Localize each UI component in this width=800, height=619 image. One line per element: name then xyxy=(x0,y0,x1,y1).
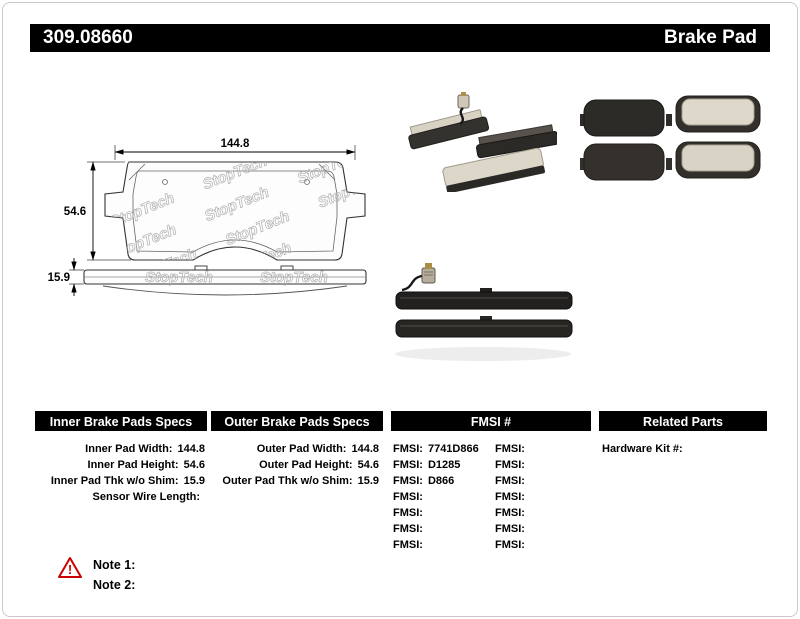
fmsi-row: FMSI: xyxy=(495,537,587,553)
fmsi-label: FMSI: xyxy=(495,459,525,471)
width-dim-label: 144.8 xyxy=(221,138,250,150)
fmsi-label: FMSI: xyxy=(495,523,525,535)
height-dimension: 54.6 xyxy=(64,161,131,261)
related-parts-header: Related Parts xyxy=(599,411,767,431)
part-number: 309.08660 xyxy=(43,27,133,48)
spec-value: 54.6 xyxy=(357,459,379,471)
pad-side-view: StopTech StopTech xyxy=(83,265,367,296)
fmsi-row: FMSI: D1285 xyxy=(393,457,491,473)
fmsi-column-right: FMSI: FMSI: FMSI: FMSI: FMSI: FMSI: FMSI… xyxy=(495,441,587,553)
outer-specs-column: Outer Pad Width: 144.8 Outer Pad Height:… xyxy=(209,441,379,489)
fmsi-label: FMSI: xyxy=(393,539,423,551)
product-photo-pads-grid xyxy=(578,92,763,187)
inner-specs-column: Inner Pad Width: 144.8 Inner Pad Height:… xyxy=(35,441,205,505)
fmsi-label: FMSI: xyxy=(393,507,423,519)
spec-row-outer-width: Outer Pad Width: 144.8 xyxy=(209,441,379,457)
brake-pad-side-illustration xyxy=(395,263,573,361)
fmsi-row: FMSI: xyxy=(495,457,587,473)
fmsi-value: D1285 xyxy=(427,459,461,471)
related-parts-column: Hardware Kit #: xyxy=(602,441,764,457)
fmsi-label: FMSI: xyxy=(393,523,423,535)
spec-label: Outer Pad Height: xyxy=(259,459,353,471)
svg-text:StopTech: StopTech xyxy=(260,269,328,286)
spec-value: 15.9 xyxy=(357,475,379,487)
spec-value: 144.8 xyxy=(177,443,205,455)
fmsi-row: FMSI: xyxy=(495,473,587,489)
brake-pad-drawing: 144.8 54.6 StopTech Sto xyxy=(48,138,367,296)
spec-label: Inner Pad Thk w/o Shim: xyxy=(50,475,179,487)
fmsi-row: FMSI: xyxy=(393,521,491,537)
spec-label: Outer Pad Width: xyxy=(256,443,347,455)
fmsi-label: FMSI: xyxy=(393,443,423,455)
spec-label: Inner Pad Width: xyxy=(85,443,173,455)
fmsi-label: FMSI: xyxy=(495,475,525,487)
fmsi-row: FMSI: xyxy=(495,489,587,505)
spec-label: Outer Pad Thk w/o Shim: xyxy=(222,475,353,487)
product-name: Brake Pad xyxy=(664,27,757,48)
spec-label: Hardware Kit #: xyxy=(602,443,683,455)
fmsi-label: FMSI: xyxy=(495,443,525,455)
fmsi-label: FMSI: xyxy=(393,475,423,487)
spec-row-inner-thickness: Inner Pad Thk w/o Shim: 15.9 xyxy=(35,473,205,489)
fmsi-row: FMSI: xyxy=(495,521,587,537)
header-bar: 309.08660 Brake Pad xyxy=(30,24,770,52)
spec-label: Inner Pad Height: xyxy=(87,459,179,471)
fmsi-label: FMSI: xyxy=(393,459,423,471)
svg-text:StopTech: StopTech xyxy=(145,269,213,286)
fmsi-label: FMSI: xyxy=(495,539,525,551)
spec-row-inner-height: Inner Pad Height: 54.6 xyxy=(35,457,205,473)
spec-row-outer-height: Outer Pad Height: 54.6 xyxy=(209,457,379,473)
fmsi-column-left: FMSI: 7741D866 FMSI: D1285 FMSI: D866 FM… xyxy=(393,441,491,553)
technical-drawing: 144.8 54.6 StopTech Sto xyxy=(45,130,390,310)
spec-row-sensor-wire: Sensor Wire Length: xyxy=(35,489,205,505)
fmsi-label: FMSI: xyxy=(495,507,525,519)
brake-pad-illustration xyxy=(408,92,560,194)
fmsi-label: FMSI: xyxy=(393,491,423,503)
note-1: Note 1: xyxy=(93,558,136,572)
spec-label: Sensor Wire Length: xyxy=(92,491,200,503)
fmsi-value: D866 xyxy=(427,475,455,487)
fmsi-header: FMSI # xyxy=(391,411,591,431)
spec-row-hardware-kit: Hardware Kit #: xyxy=(602,441,764,457)
brake-pad-set-illustration xyxy=(580,95,761,181)
fmsi-row: FMSI: xyxy=(393,489,491,505)
warning-triangle-icon: ! xyxy=(58,557,82,578)
height-dim-label: 54.6 xyxy=(64,206,86,218)
product-photo-pads-angled xyxy=(392,92,560,194)
fmsi-value: 7741D866 xyxy=(427,443,479,455)
width-dimension: 144.8 xyxy=(114,138,356,160)
thickness-dim-label: 15.9 xyxy=(48,272,70,284)
fmsi-row: FMSI: D866 xyxy=(393,473,491,489)
fmsi-row: FMSI: xyxy=(495,441,587,457)
fmsi-label: FMSI: xyxy=(495,491,525,503)
note-2: Note 2: xyxy=(93,578,136,592)
fmsi-row: FMSI: 7741D866 xyxy=(393,441,491,457)
fmsi-row: FMSI: xyxy=(393,505,491,521)
spec-value: 144.8 xyxy=(351,443,379,455)
pad-front-view: StopTech StopTech StopTech StopTech Stop… xyxy=(104,161,366,261)
thickness-dimension: 15.9 xyxy=(48,258,84,296)
svg-text:!: ! xyxy=(68,562,72,577)
spec-row-outer-thickness: Outer Pad Thk w/o Shim: 15.9 xyxy=(209,473,379,489)
spec-row-inner-width: Inner Pad Width: 144.8 xyxy=(35,441,205,457)
product-photo-pads-side xyxy=(388,262,578,367)
fmsi-row: FMSI: xyxy=(495,505,587,521)
inner-specs-header: Inner Brake Pads Specs xyxy=(35,411,207,431)
fmsi-row: FMSI: xyxy=(393,537,491,553)
spec-value: 15.9 xyxy=(183,475,205,487)
outer-specs-header: Outer Brake Pads Specs xyxy=(211,411,383,431)
spec-value: 54.6 xyxy=(183,459,205,471)
